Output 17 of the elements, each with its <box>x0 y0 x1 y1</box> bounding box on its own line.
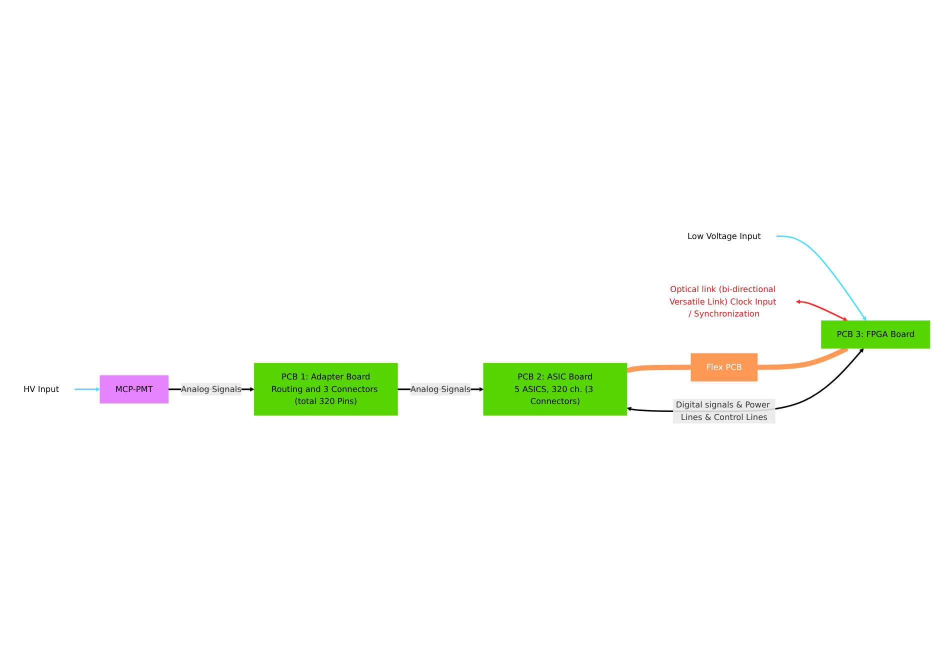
arrow <box>626 348 864 412</box>
node-text: Optical link (bi-directional Versatile Link) Clock Input / Synchronization <box>669 284 776 319</box>
edge-label: Analog Signals <box>410 384 471 394</box>
node-box: PCB 2: ASIC Board 5 ASICS, 320 ch. (3 Connectors) <box>483 362 628 416</box>
arrow <box>74 387 100 392</box>
node-box: MCP-PMT <box>100 375 168 404</box>
node-text: Low Voltage Input <box>688 231 761 241</box>
node-box: Flex PCB <box>690 353 758 382</box>
connector <box>757 346 849 370</box>
node-box: PCB 1: Adapter Board Routing and 3 Connectors (total 320 Pins) <box>254 362 398 416</box>
node-box: PCB 3: FPGA Board <box>821 320 930 349</box>
edge-label: Digital signals & Power Lines & Control Lines <box>676 400 770 422</box>
arrow <box>776 235 866 321</box>
arrow <box>796 300 848 321</box>
node-text: HV Input <box>23 384 60 394</box>
connector <box>626 364 691 374</box>
edge-label: Analog Signals <box>181 384 242 394</box>
